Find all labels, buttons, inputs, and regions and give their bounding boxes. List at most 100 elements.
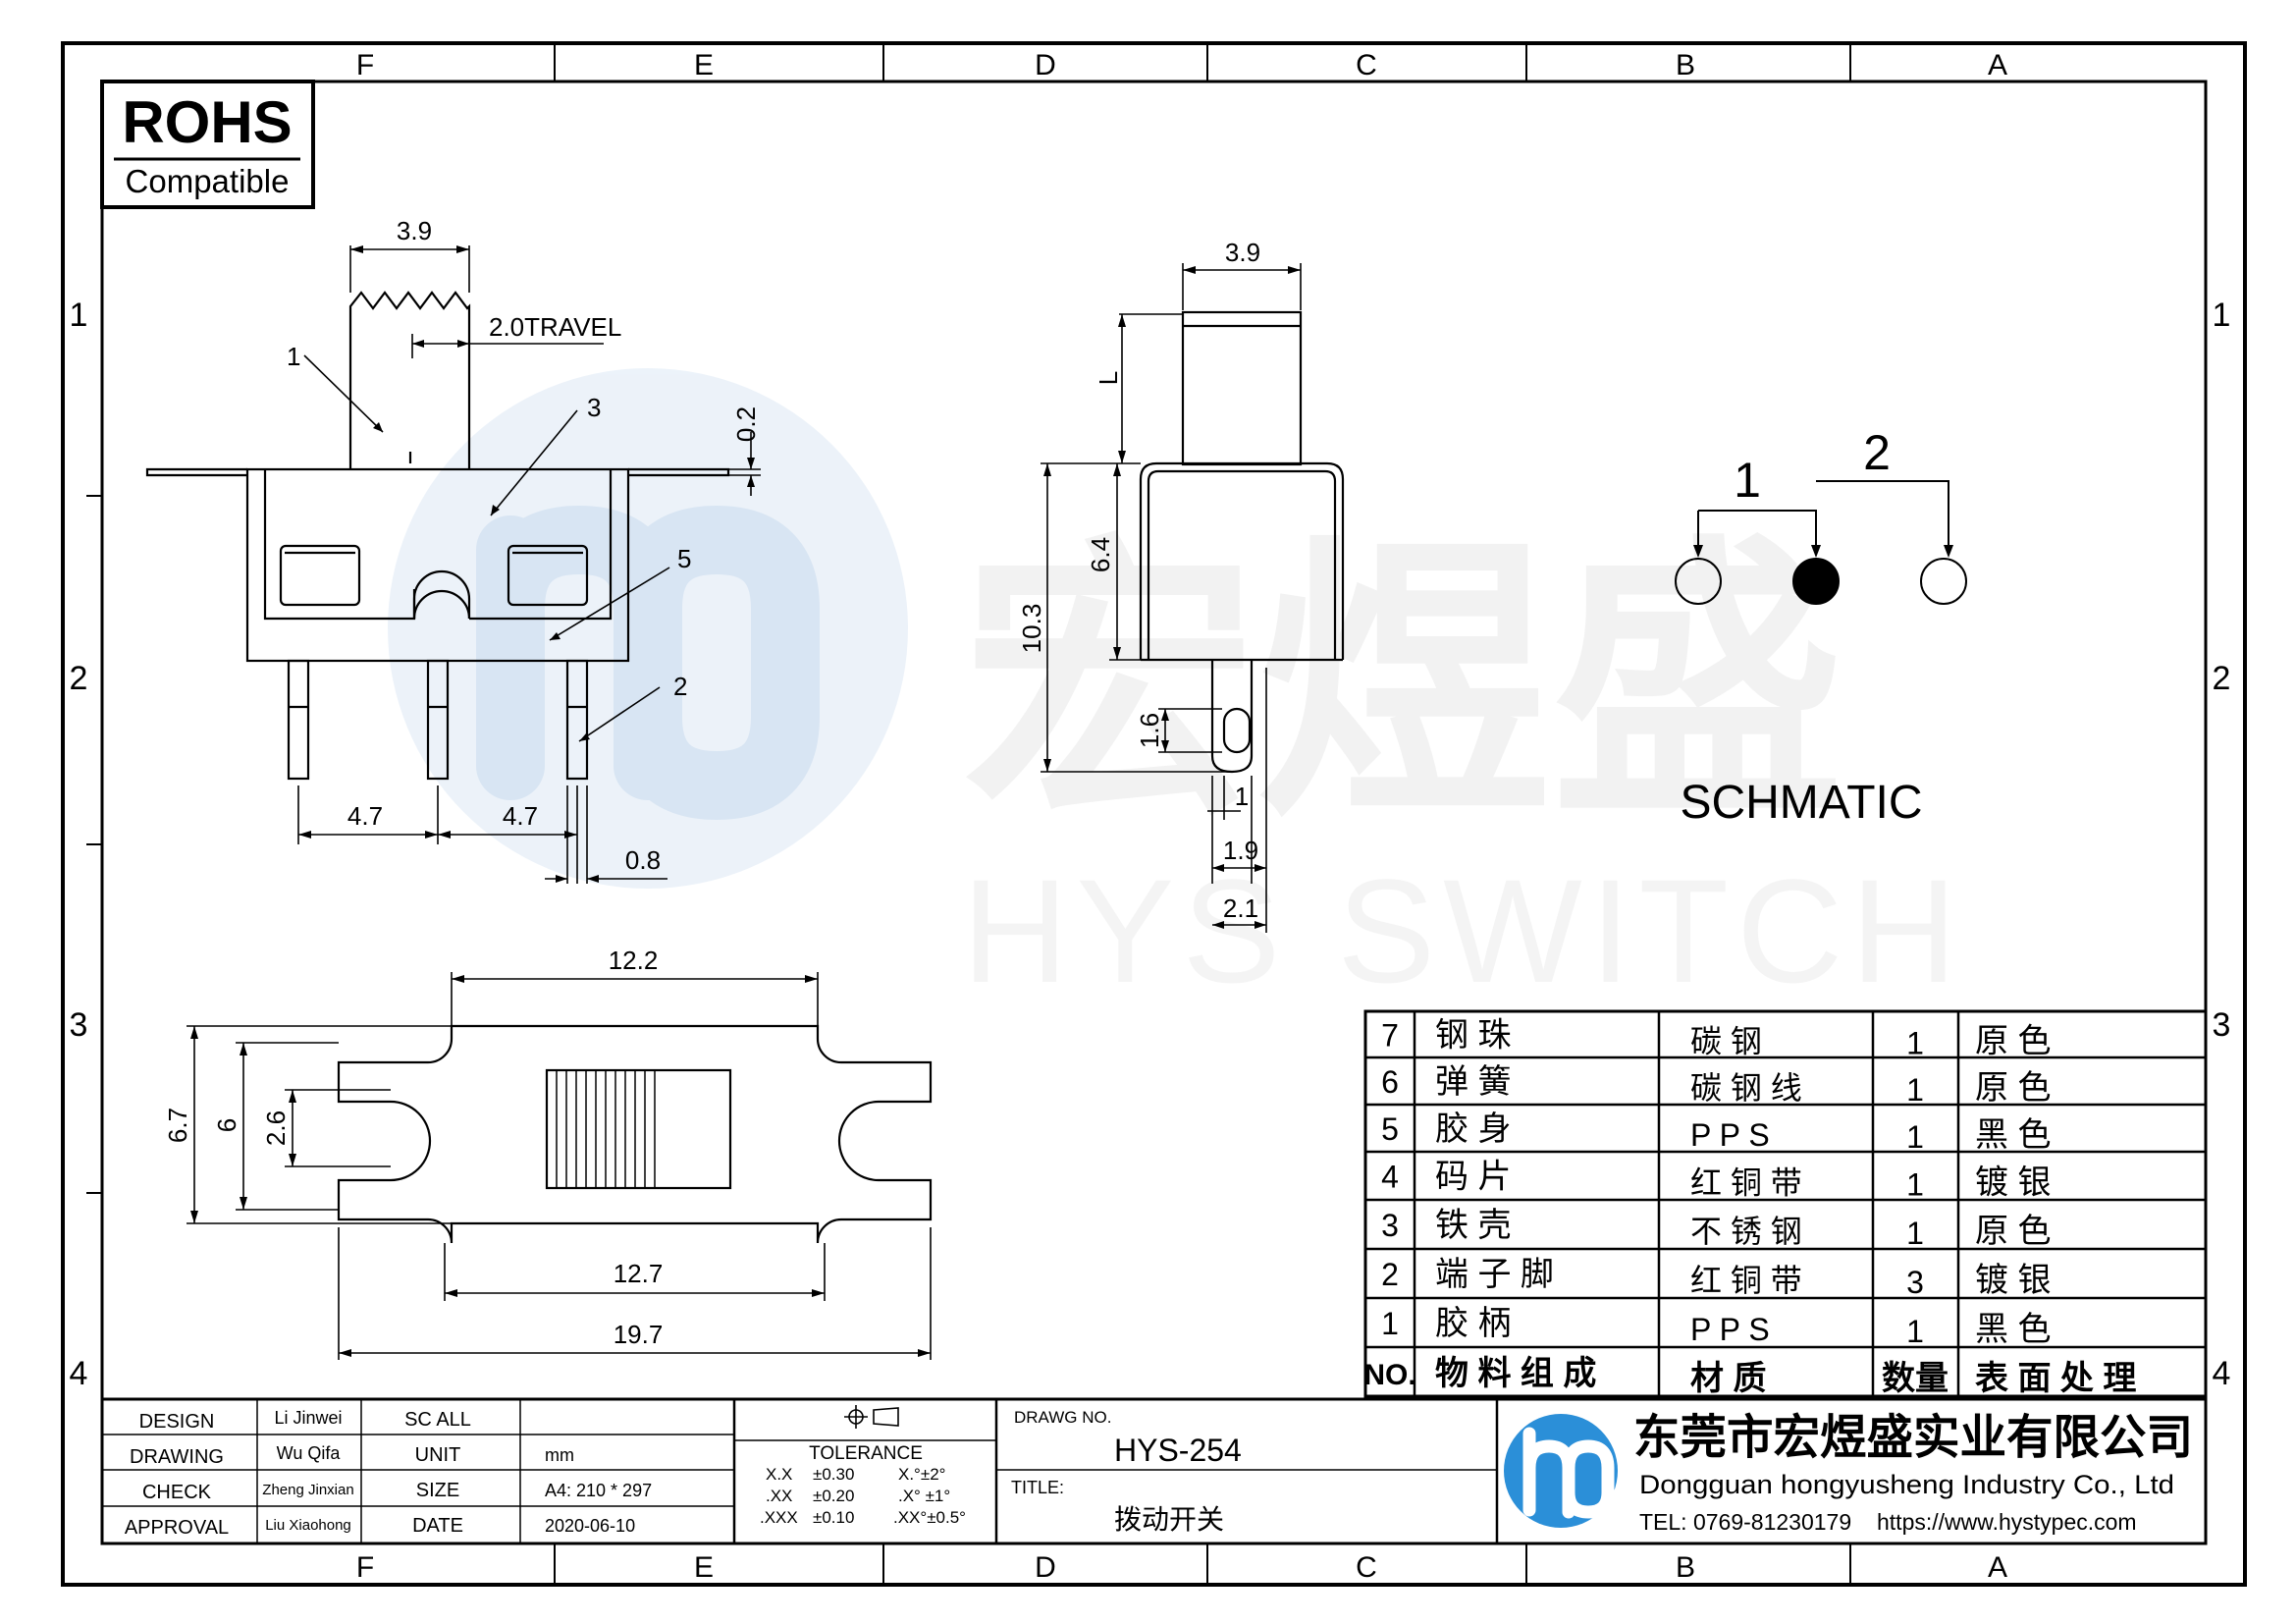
bom-cell-no: 4 <box>1381 1160 1399 1195</box>
side-shell-inner <box>1147 469 1337 660</box>
tb-name-drawing: Wu Qifa <box>277 1443 342 1463</box>
dim-top-width: 12.2 <box>609 946 659 975</box>
col-label: C <box>1356 1551 1377 1584</box>
dim-pitch-right: 4.7 <box>503 801 538 831</box>
tb-label-approval: APPROVAL <box>125 1517 229 1539</box>
side-view-labels: 3.9 L 6.4 10.3 1.6 1 1.9 2.1 <box>1017 238 1260 923</box>
rohs-title: ROHS <box>122 89 292 155</box>
watermark-cn: 宏煜盛 <box>962 518 1845 848</box>
dim-body-height: 6.4 <box>1086 537 1115 572</box>
callout-1: 1 <box>287 342 300 371</box>
tol-b-3: ±0.10 <box>813 1508 854 1527</box>
col-label: B <box>1676 1551 1695 1584</box>
schematic-pin-left <box>1675 558 1722 605</box>
side-handle <box>1181 310 1303 466</box>
front-pin-3 <box>565 659 589 781</box>
bom-cell-finish: 原 色 <box>1975 1023 2051 1060</box>
bom-cell-qty: 1 <box>1906 1026 1924 1061</box>
side-view-arrows <box>1043 266 1301 929</box>
bom-header-material: 材 质 <box>1690 1360 1766 1397</box>
title-block <box>100 1397 2208 1545</box>
row-label: 3 <box>2213 1006 2231 1044</box>
company-name-en: Dongguan hongyusheng Industry Co., Ltd <box>1639 1470 2174 1499</box>
dim-pin: 1 <box>1235 782 1249 811</box>
tol-a-1: X.X <box>766 1465 792 1484</box>
tol-a-3: .XXX <box>760 1508 798 1527</box>
callout-2: 2 <box>673 672 687 701</box>
dim-front-width: 3.9 <box>397 216 432 245</box>
watermark: 宏煜盛 HYS SWITCH <box>388 368 1965 1013</box>
col-label: E <box>694 1551 714 1584</box>
dim-height-outer: 6.7 <box>163 1108 192 1143</box>
bom-header-qty: 数量 <box>1882 1360 1949 1397</box>
bom-cell-no: 7 <box>1381 1018 1399 1054</box>
col-label: D <box>1035 1551 1056 1584</box>
bom-cell-qty: 1 <box>1906 1119 1924 1155</box>
tol-c-1: X.°±2° <box>898 1465 945 1484</box>
rohs-subtitle: Compatible <box>126 163 290 199</box>
bom-table <box>1363 1009 2208 1398</box>
dim-handle-length: L <box>1094 371 1123 385</box>
bom-cell-finish: 镀 银 <box>1975 1262 2051 1299</box>
drawg-no: HYS-254 <box>1114 1433 1242 1468</box>
front-handle <box>348 291 471 469</box>
tb-label-drawing: DRAWING <box>130 1446 224 1468</box>
dim-travel: 2.0TRAVEL <box>489 312 621 342</box>
bom-cell-material: 红 铜 带 <box>1690 1165 1802 1201</box>
tolerance-block: TOLERANCE X.X ±0.30 X.°±2° .XX ±0.20 .X°… <box>760 1405 966 1527</box>
bom-cell-no: 3 <box>1381 1208 1399 1243</box>
side-shell-outer <box>1139 461 1345 660</box>
bom-cell-part: 钢 珠 <box>1435 1017 1511 1055</box>
dim-side-width: 3.9 <box>1225 238 1260 267</box>
dim-total-height: 10.3 <box>1017 604 1046 654</box>
company-url[interactable]: https://www.hystypec.com <box>1877 1509 2137 1535</box>
tol-b-2: ±0.20 <box>813 1487 854 1505</box>
bom-cell-finish: 黑 色 <box>1975 1311 2051 1348</box>
bom-cell-no: 2 <box>1381 1257 1399 1292</box>
bom-cell-finish: 黑 色 <box>1975 1116 2051 1154</box>
bottom-slider <box>545 1068 732 1190</box>
schematic-pin-common <box>1792 558 1840 605</box>
tb-field-date: DATE <box>412 1515 463 1537</box>
bom-header: NO. 物 料 组 成 材 质 数量 表 面 处 理 <box>1363 1355 2136 1397</box>
rohs-badge: ROHS Compatible <box>100 80 315 209</box>
tb-field-size: SIZE <box>416 1480 459 1501</box>
row-label: 4 <box>2213 1355 2231 1392</box>
bom-cell-no: 6 <box>1381 1064 1399 1100</box>
tol-c-2: .X° ±1° <box>898 1487 950 1505</box>
bottom-view-arrows <box>190 975 931 1357</box>
col-label: D <box>1035 49 1056 81</box>
bom-cell-material: 碳 钢 <box>1690 1024 1762 1059</box>
bom-cell-material: 碳 钢 线 <box>1690 1070 1802 1106</box>
tb-name-approval: Liu Xiaohong <box>265 1517 351 1534</box>
front-view-labels: 3.9 2.0TRAVEL 0.2 4.7 4.7 0.8 1 2 3 5 <box>287 216 761 875</box>
dim-pin-width: 0.8 <box>625 845 661 875</box>
watermark-en: HYS SWITCH <box>962 848 1965 1013</box>
bom-cell-material: 红 铜 带 <box>1690 1263 1802 1298</box>
bom-cell-material: P P S <box>1690 1117 1770 1153</box>
col-label: B <box>1676 49 1695 81</box>
dim-1-9: 1.9 <box>1223 836 1258 865</box>
bom-cell-part: 铁 壳 <box>1435 1207 1511 1244</box>
border-col-labels: F E D C B A F E D C B A <box>356 49 2007 1584</box>
bom-cell-finish: 镀 银 <box>1975 1164 2051 1202</box>
tb-value-size: A4: 210 * 297 <box>545 1481 652 1500</box>
drawing-title: 拨动开关 <box>1114 1504 1224 1535</box>
row-label: 4 <box>70 1355 88 1392</box>
bom-cell-part: 码 片 <box>1435 1159 1511 1196</box>
col-label: A <box>1988 49 2007 81</box>
tb-value-date: 2020-06-10 <box>545 1516 635 1536</box>
front-view-arrows <box>298 245 755 883</box>
tb-field-unit: UNIT <box>415 1444 461 1466</box>
bom-cell-part: 胶 柄 <box>1435 1305 1511 1342</box>
bom-cell-part: 胶 身 <box>1435 1110 1511 1148</box>
company-block: 东莞市宏煜盛实业有限公司 Dongguan hongyusheng Indust… <box>1504 1412 2193 1535</box>
row-label: 2 <box>70 660 88 697</box>
schematic-labels: 1 2 SCHMATIC <box>1680 425 1922 829</box>
schematic-pin1-label: 1 <box>1734 453 1761 508</box>
dim-height-inner: 6 <box>212 1118 241 1132</box>
bottom-outline <box>337 1024 933 1244</box>
dim-slot: 2.6 <box>261 1110 291 1146</box>
